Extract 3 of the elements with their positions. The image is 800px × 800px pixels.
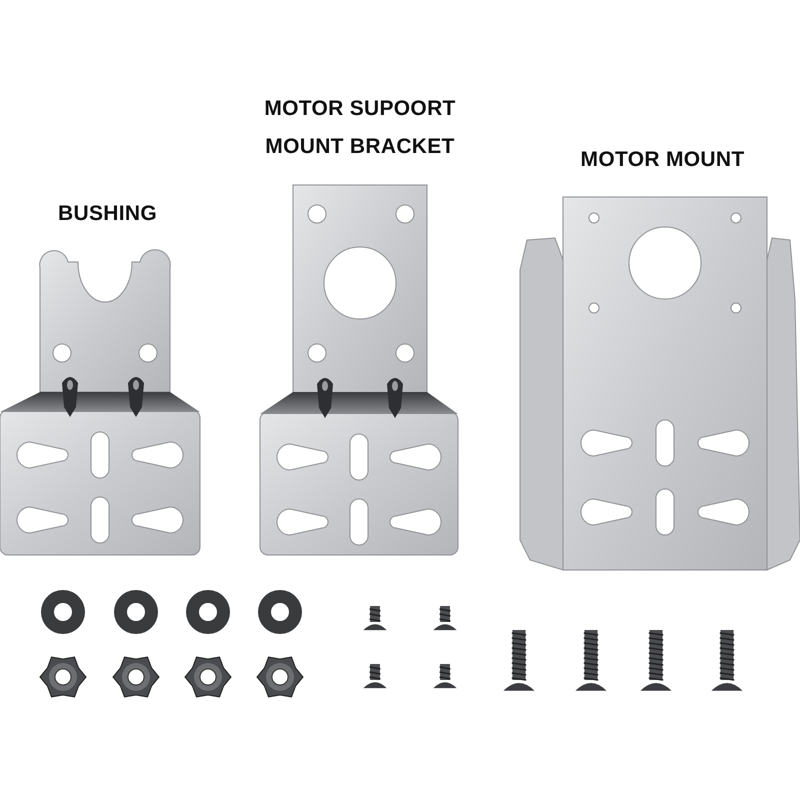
part-label: BUSHING — [57, 201, 158, 227]
part-label: MOTOR MOUNT — [580, 147, 746, 173]
part-label: MOTOR SUPOORT MOUNT BRACKET — [263, 96, 457, 160]
